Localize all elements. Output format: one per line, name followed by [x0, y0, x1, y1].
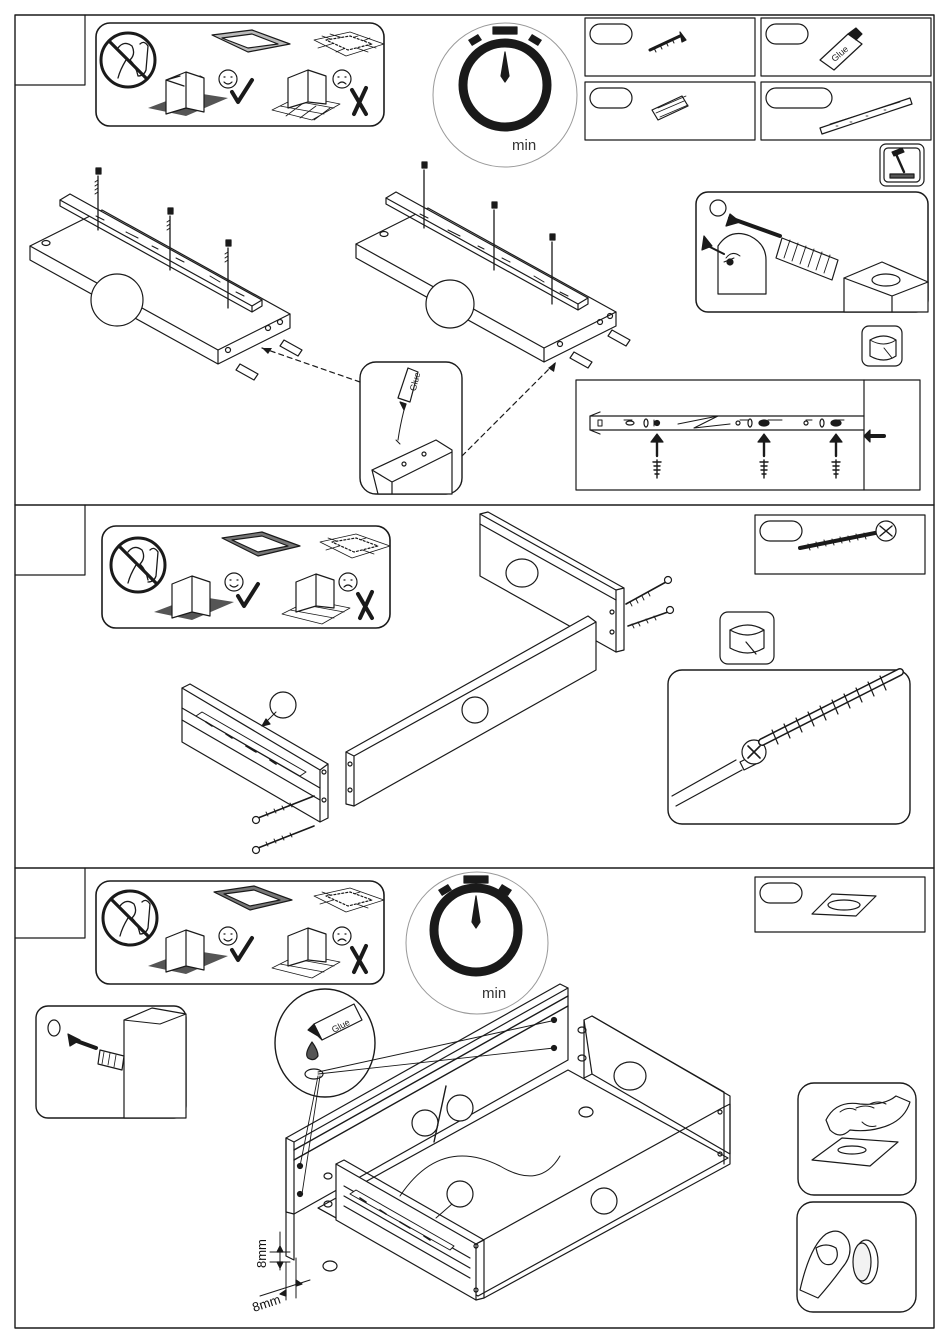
- dowel-insertion-detail: [36, 1006, 186, 1118]
- drawer-side-panel-left: [30, 168, 302, 380]
- hardware-glue-box: Glue: [761, 18, 931, 76]
- drying-timer: min: [433, 23, 577, 167]
- hammer-icon: [880, 144, 924, 186]
- dowel-insertion-detail: [696, 192, 928, 312]
- cross-icon: [358, 592, 372, 618]
- arrow-up-icon: [651, 434, 842, 456]
- cabinet-on-hard-floor: [272, 32, 384, 120]
- felt-pad-closeup-detail: [797, 1202, 916, 1312]
- cross-icon: [352, 88, 366, 114]
- work-surface-warning-panel: [102, 526, 390, 628]
- checkmark-icon: [232, 80, 252, 102]
- work-surface-warning-panel: [96, 23, 384, 126]
- dimension-label: 8mm: [250, 1292, 282, 1315]
- happy-face-icon: [219, 927, 237, 945]
- tape-roll-icon: [862, 326, 902, 366]
- glue-drop-detail: Glue: [275, 989, 375, 1097]
- felt-pad-icon: [812, 894, 876, 916]
- timer-label: min: [482, 985, 506, 1002]
- part-label-circle: [91, 274, 143, 326]
- wooden-dowel-icon: [652, 96, 688, 120]
- part-label-circle: [591, 1188, 617, 1214]
- happy-face-icon: [225, 573, 243, 591]
- dimension-label: 8mm: [254, 1239, 269, 1268]
- step-3: min Glue: [36, 872, 925, 1315]
- hardware-long-screw-box: [755, 515, 925, 574]
- work-surface-warning-panel: [96, 881, 384, 984]
- glue-tube-icon: Glue: [820, 28, 862, 70]
- drawer-assembly-isometric: [286, 984, 730, 1300]
- sad-face-icon: [333, 70, 351, 88]
- cabinet-on-hard-floor: [282, 534, 390, 624]
- no-small-children-icon: [111, 538, 165, 592]
- happy-face-icon: [219, 70, 237, 88]
- drawer-side-panel-right: [356, 162, 630, 368]
- screw-driving-detail: [668, 670, 910, 824]
- step-number-box: [15, 505, 85, 575]
- step-2: [102, 512, 925, 854]
- tape-roll-icon: [720, 612, 774, 664]
- step-1: min Glue: [30, 18, 931, 494]
- part-label-circle: [447, 1095, 473, 1121]
- glue-application-detail: Glue: [360, 362, 462, 494]
- screw-icon: [653, 460, 840, 478]
- no-small-children-icon: [101, 33, 155, 87]
- hardware-screw-box: [585, 18, 755, 76]
- drawer-front-side-panel: [182, 684, 328, 854]
- part-label-circle: [426, 280, 474, 328]
- timer-label: min: [512, 137, 536, 154]
- drying-timer: min: [406, 872, 548, 1014]
- no-small-children-icon: [103, 891, 157, 945]
- drawer-bottom-panel: [346, 616, 596, 806]
- drawer-runner-icon: [820, 98, 912, 134]
- felt-pad-application-detail: [798, 1083, 916, 1195]
- screw-icon: [800, 521, 896, 550]
- screw-icon: [650, 32, 686, 52]
- cross-icon: [352, 946, 366, 972]
- hardware-runner-box: [761, 82, 931, 140]
- hardware-felt-pad-box: [755, 877, 925, 932]
- dimension-marker-vertical: 8mm: [254, 1232, 290, 1270]
- step-number-box: [15, 15, 85, 85]
- sad-face-icon: [333, 927, 351, 945]
- hardware-dowel-box: [585, 82, 755, 140]
- dashed-pointer: [262, 348, 360, 382]
- cabinet-on-soft-mat: [148, 886, 292, 974]
- dashed-pointer: [462, 362, 556, 456]
- cabinet-on-soft-mat: [148, 30, 290, 116]
- cabinet-on-hard-floor: [272, 888, 384, 978]
- part-label-circle: [412, 1110, 438, 1136]
- sad-face-icon: [339, 573, 357, 591]
- rail-screw-position-detail: [576, 380, 920, 490]
- part-label-circle: [462, 697, 488, 723]
- step-number-box: [15, 868, 85, 938]
- part-label-circle: [447, 1181, 473, 1207]
